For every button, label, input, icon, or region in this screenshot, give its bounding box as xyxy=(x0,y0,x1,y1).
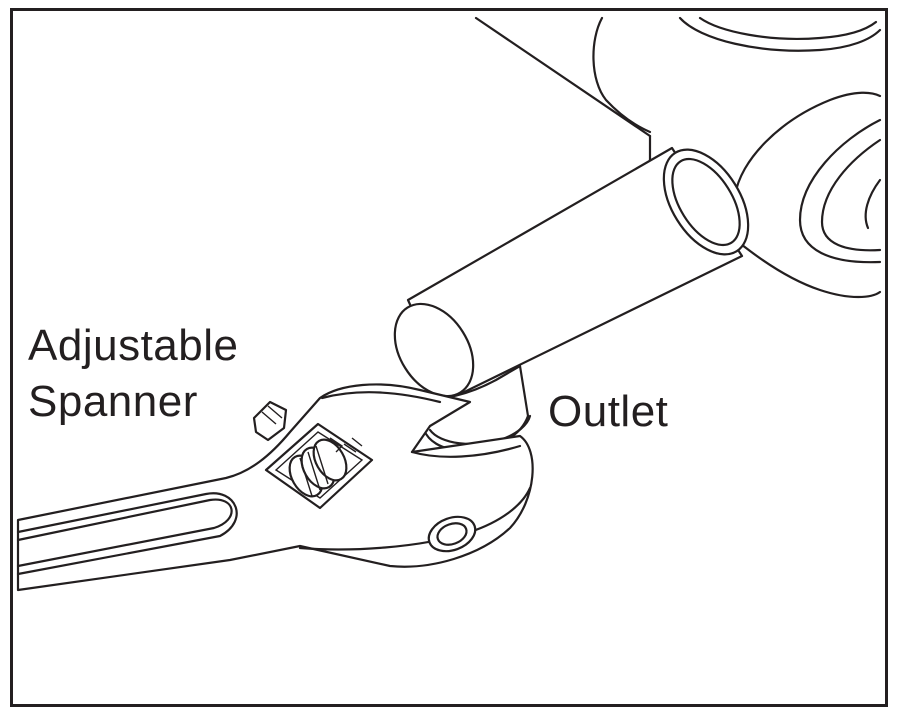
outlet-label: Outlet xyxy=(548,384,668,440)
adjustable-spanner-label-line-2: Spanner xyxy=(28,374,238,430)
adjustable-spanner-label-line-1: Adjustable xyxy=(28,318,238,374)
adjustable-spanner-label: Adjustable Spanner xyxy=(28,318,238,430)
